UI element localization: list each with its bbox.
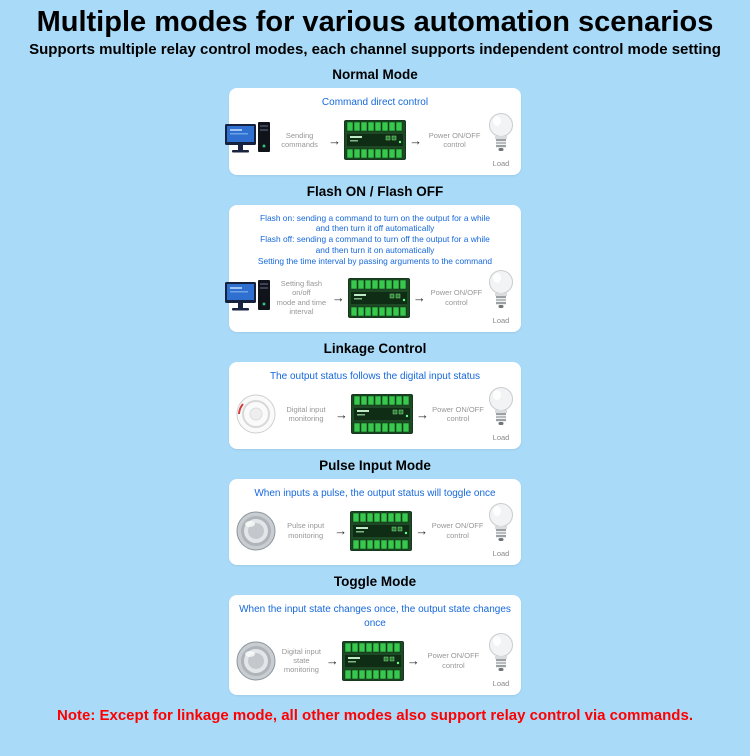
- input-label: Pulse input monitoring: [287, 521, 325, 540]
- computer-icon: [225, 122, 271, 158]
- load-group: Load: [487, 270, 515, 325]
- flow-diagram: Sending commands →: [225, 112, 515, 168]
- toggle-button-icon: [235, 640, 277, 682]
- relay-module-icon: [350, 510, 413, 551]
- mode-description: Command direct control: [321, 97, 429, 108]
- flow-diagram: Digital input state monitoring →: [235, 633, 515, 688]
- section-flash-mode: Flash ON / Flash OFF Flash on: sending a…: [0, 184, 750, 333]
- mode-card: The output status follows the digital in…: [229, 362, 521, 449]
- computer-icon: [225, 279, 271, 316]
- load-group: Load: [487, 112, 515, 168]
- flow-diagram: Setting flash on/off mode and time inter…: [225, 270, 515, 325]
- section-pulse-input-mode: Pulse Input Mode When inputs a pulse, th…: [0, 458, 750, 566]
- input-label: Sending commands: [281, 130, 318, 149]
- flow-diagram: Pulse input monitoring →: [235, 503, 515, 558]
- digital-input-sensor-icon: [235, 393, 277, 435]
- relay-module-icon: [344, 120, 407, 160]
- arrow-right-icon: →: [415, 523, 429, 539]
- mode-card: When the input state changes once, the o…: [229, 595, 521, 696]
- light-bulb-icon: [487, 386, 515, 432]
- arrow-right-icon: →: [412, 290, 426, 306]
- section-linkage-control: Linkage Control The output status follow…: [0, 341, 750, 449]
- mode-description: When inputs a pulse, the output status w…: [254, 487, 496, 499]
- section-normal-mode: Normal Mode Command direct control Sendi: [0, 67, 750, 175]
- arrow-right-icon: →: [406, 653, 420, 669]
- arrow-right-icon: →: [331, 290, 345, 306]
- load-label: Load: [492, 316, 510, 326]
- load-label: Load: [492, 432, 510, 442]
- light-bulb-icon: [487, 112, 515, 158]
- mode-description: The output status follows the digital in…: [269, 371, 481, 383]
- mode-description: Flash on: sending a command to turn on t…: [257, 212, 493, 267]
- load-group: Load: [487, 633, 515, 688]
- load-group: Load: [487, 503, 515, 558]
- arrow-right-icon: →: [409, 132, 423, 148]
- output-label: Power ON/OFF control: [432, 404, 484, 424]
- arrow-right-icon: →: [416, 406, 429, 422]
- section-title: Flash ON / Flash OFF: [306, 183, 444, 199]
- load-label: Load: [492, 679, 510, 689]
- load-label: Load: [492, 549, 510, 559]
- arrow-right-icon: →: [335, 406, 348, 422]
- output-label: Power ON/OFF control: [431, 521, 484, 540]
- section-title: Normal Mode: [332, 67, 418, 82]
- relay-module-icon: [341, 640, 404, 681]
- footer-note: Note: Except for linkage mode, all other…: [57, 707, 693, 725]
- arrow-right-icon: →: [325, 653, 339, 669]
- input-label: Setting flash on/off mode and time inter…: [276, 278, 327, 316]
- light-bulb-icon: [487, 270, 515, 315]
- relay-module-icon: [347, 277, 410, 318]
- input-label: Digital input state monitoring: [281, 646, 321, 675]
- mode-card: Flash on: sending a command to turn on t…: [225, 204, 521, 333]
- arrow-right-icon: →: [328, 132, 342, 148]
- page-subtitle: Supports multiple relay control modes, e…: [29, 41, 721, 58]
- input-label: Digital input monitoring: [286, 404, 326, 424]
- output-label: Power ON/OFF control: [427, 651, 480, 670]
- page-title: Multiple modes for various automation sc…: [36, 6, 714, 38]
- load-label: Load: [492, 158, 510, 168]
- pulse-button-icon: [235, 510, 277, 552]
- output-label: Power ON/OFF control: [428, 130, 481, 149]
- mode-card: Command direct control Sending commands …: [225, 88, 521, 175]
- light-bulb-icon: [487, 633, 515, 678]
- mode-description: When the input state changes once, the o…: [239, 604, 511, 629]
- light-bulb-icon: [487, 503, 515, 548]
- mode-card: When inputs a pulse, the output status w…: [229, 478, 521, 566]
- section-title: Pulse Input Mode: [319, 457, 431, 473]
- arrow-right-icon: →: [334, 523, 348, 539]
- section-title: Linkage Control: [323, 341, 427, 357]
- load-group: Load: [487, 386, 515, 442]
- flow-diagram: Digital input monitoring →: [235, 386, 515, 442]
- relay-module-icon: [351, 394, 413, 435]
- output-label: Power ON/OFF control: [430, 288, 483, 307]
- section-toggle-mode: Toggle Mode When the input state changes…: [0, 574, 750, 696]
- section-title: Toggle Mode: [333, 574, 417, 590]
